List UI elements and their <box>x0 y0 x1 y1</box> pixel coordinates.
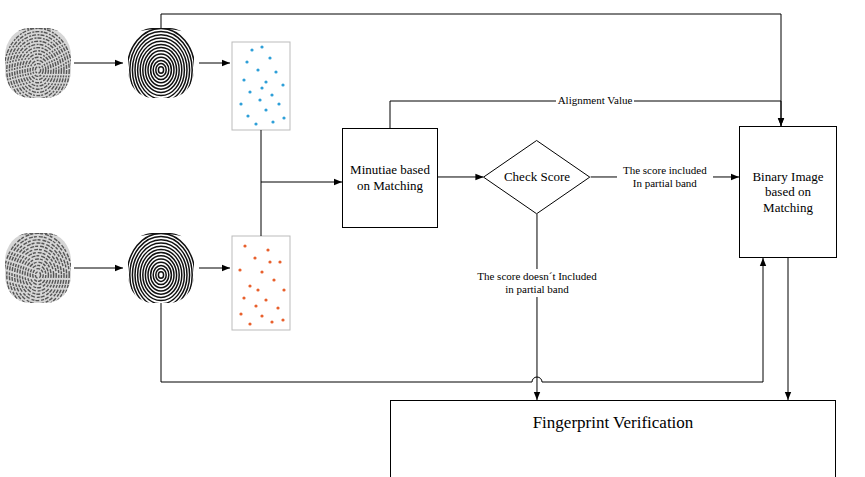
process-box: Binary Image based on Matching <box>739 126 837 258</box>
connector-arrow <box>438 176 483 177</box>
process-arrow <box>74 63 123 64</box>
minutiae-set <box>239 45 285 125</box>
minutiae-panel <box>232 42 290 130</box>
fingerprint-ridges <box>128 28 194 98</box>
minutia-dot <box>248 90 251 93</box>
edge-label-patch: The score doesn´t Included in partial ba… <box>474 269 600 297</box>
minutia-dot <box>256 288 259 291</box>
minutia-dot <box>254 122 257 125</box>
minutia-dot <box>256 68 259 71</box>
minutia-dot <box>268 56 271 59</box>
image-wire <box>161 14 781 126</box>
minutia-dot <box>277 102 280 105</box>
minutia-dot <box>245 60 248 63</box>
minutia-dot <box>264 298 267 301</box>
minutia-dot <box>260 270 263 273</box>
minutiae-set <box>238 244 285 325</box>
minutia-dot <box>250 48 253 51</box>
minutia-dot <box>282 288 285 291</box>
minutiae-panel <box>232 236 290 330</box>
edge-label: Alignment Value <box>558 94 633 106</box>
output-box: Fingerprint Verification <box>390 400 836 477</box>
node-text: Minutiae based on Matching <box>348 162 432 193</box>
fingerprint-ridges <box>5 28 71 98</box>
minutia-dot <box>254 304 257 307</box>
minutia-dot <box>238 268 241 271</box>
connector-arrow <box>536 214 537 400</box>
minutia-dot <box>242 78 245 81</box>
connector-arrow <box>788 258 789 400</box>
minutia-dot <box>274 70 277 73</box>
fingerprint-ridges <box>128 233 194 303</box>
minutia-dot <box>270 93 273 96</box>
minutia-dot <box>266 248 269 251</box>
minutia-dot <box>268 260 271 263</box>
binary-fingerprint <box>128 28 194 98</box>
node-text: Fingerprint Verification <box>533 413 694 433</box>
node-text: Check Score <box>504 169 570 185</box>
minutia-dot <box>272 278 275 281</box>
process-arrow <box>199 63 230 64</box>
minutia-dot <box>276 306 279 309</box>
edge-label-patch: The score included In partial band <box>617 163 713 191</box>
merge-line <box>261 130 262 236</box>
minutia-dot <box>239 102 242 105</box>
process-arrow <box>199 268 230 269</box>
raw-fingerprint <box>5 28 71 98</box>
minutia-dot <box>243 244 246 247</box>
minutia-dot <box>260 45 263 48</box>
image-wire <box>161 258 763 382</box>
minutia-dot <box>260 86 263 89</box>
process-box: Minutiae based on Matching <box>342 128 438 228</box>
node-text: Binary Image based on Matching <box>745 169 831 216</box>
raw-fingerprint <box>5 233 71 303</box>
minutia-dot <box>271 120 274 123</box>
edge-label: The score doesn´t Included in partial ba… <box>477 270 596 295</box>
minutia-dot <box>264 108 267 111</box>
minutia-dot <box>281 83 284 86</box>
minutia-dot <box>246 114 249 117</box>
minutia-dot <box>281 318 284 321</box>
fingerprint-ridges <box>5 233 71 303</box>
minutia-dot <box>239 312 242 315</box>
edge-label: The score included In partial band <box>623 164 707 189</box>
diamond-outline <box>484 140 590 213</box>
minutia-dot <box>242 296 245 299</box>
minutia-dot <box>270 320 273 323</box>
process-arrow <box>261 182 342 183</box>
wires <box>74 14 781 382</box>
binary-fingerprint <box>128 233 194 303</box>
minutia-dot <box>248 322 251 325</box>
minutia-dot <box>248 284 251 287</box>
minutia-dot <box>264 80 267 83</box>
edge-label-patch: Alignment Value <box>556 93 635 108</box>
process-arrow <box>74 268 123 269</box>
minutia-dot <box>282 116 285 119</box>
minutia-dot <box>260 314 263 317</box>
minutia-dot <box>278 260 281 263</box>
minutia-dot <box>253 256 256 259</box>
decision-diamond: Check Score <box>483 140 590 214</box>
minutia-dot <box>258 98 261 101</box>
